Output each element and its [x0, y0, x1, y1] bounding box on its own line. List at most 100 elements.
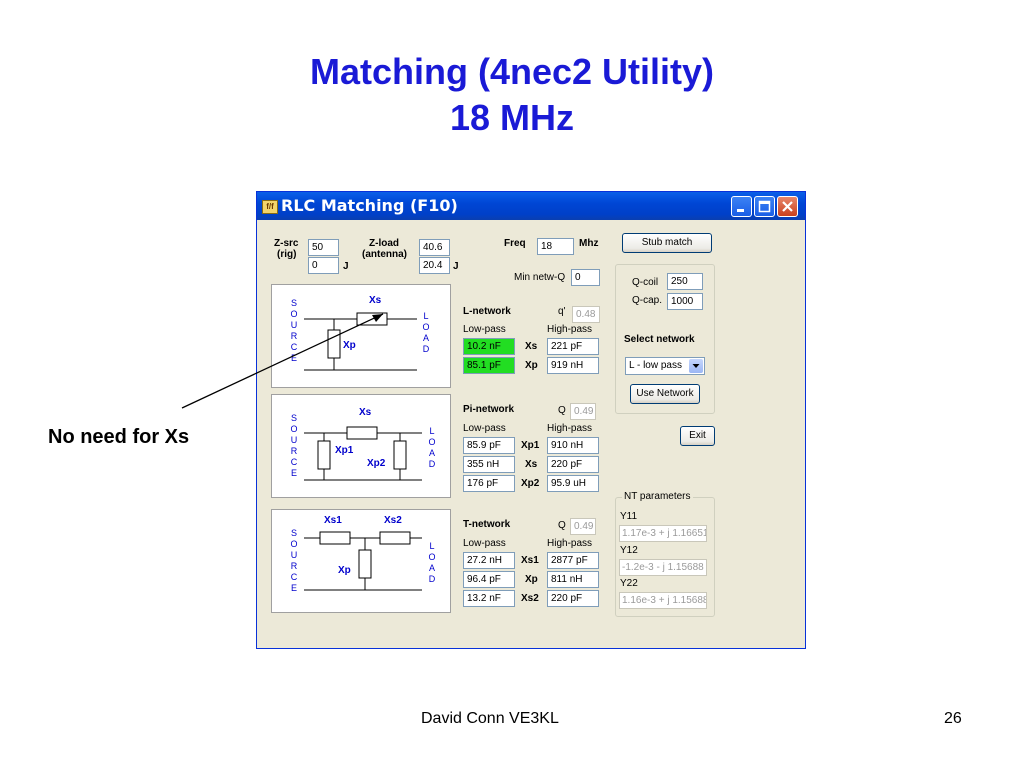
pi-xp2-highpass[interactable]: 95.9 uH — [547, 475, 599, 492]
page-number: 26 — [944, 710, 962, 727]
pi-xp2-lowpass[interactable]: 176 pF — [463, 475, 515, 492]
pi-xs-label: Xs — [359, 407, 372, 418]
l-xp-lowpass[interactable]: 85.1 pF — [463, 357, 515, 374]
exit-button[interactable]: Exit — [680, 426, 715, 446]
pi-xp1-highpass[interactable]: 910 nH — [547, 437, 599, 454]
pi-network-schematic — [304, 426, 422, 481]
zload-j-field[interactable]: 20.4 — [419, 257, 450, 274]
app-icon: f/f — [262, 200, 278, 214]
l-network-title: L-network — [463, 306, 511, 317]
l-xs-highpass[interactable]: 221 pF — [547, 338, 599, 355]
y12-label: Y12 — [620, 545, 638, 556]
callout-text: No need for Xs — [48, 426, 190, 448]
t-xp-lowpass[interactable]: 96.4 pF — [463, 571, 515, 588]
t-q-field: 0.49 — [570, 518, 596, 535]
zload-label: Z-load — [369, 238, 399, 249]
l-xp-highpass[interactable]: 919 nH — [547, 357, 599, 374]
t-xs1-lowpass[interactable]: 27.2 nH — [463, 552, 515, 569]
stub-match-button[interactable]: Stub match — [622, 233, 712, 253]
t-xs2-lowpass[interactable]: 13.2 nF — [463, 590, 515, 607]
pi-highpass-label: High-pass — [547, 423, 593, 434]
zsrc-label: Z-src — [274, 238, 299, 249]
pi-lowpass-label: Low-pass — [463, 423, 506, 434]
t-q-label: Q — [558, 520, 566, 531]
rlc-matching-window: f/f RLC Matching (F10) Z-src (rig) 50 0 … — [256, 191, 806, 649]
t-xs1-label: Xs1 — [324, 515, 342, 526]
t-xp-row-label: Xp — [525, 574, 538, 585]
select-network-label: Select network — [624, 334, 695, 345]
maximize-button[interactable] — [754, 196, 775, 217]
pi-q-label: Q — [558, 405, 566, 416]
l-xs-label: Xs — [369, 295, 382, 306]
zsrc-j-field[interactable]: 0 — [308, 257, 339, 274]
t-xp-highpass[interactable]: 811 nH — [547, 571, 599, 588]
t-highpass-label: High-pass — [547, 538, 593, 549]
footer-author: David Conn VE3KL — [421, 710, 559, 727]
t-network-title: T-network — [463, 519, 511, 530]
network-select-value: L - low pass — [629, 360, 682, 371]
l-xs-lowpass[interactable]: 10.2 nF — [463, 338, 515, 355]
y11-field: 1.17e-3 + j 1.16651 — [619, 525, 707, 542]
l-xp-row-label: Xp — [525, 360, 538, 371]
y11-label: Y11 — [620, 511, 638, 522]
t-xs2-highpass[interactable]: 220 pF — [547, 590, 599, 607]
y12-field: -1.2e-3 - j 1.15688 — [619, 559, 707, 576]
pi-xp1-lowpass[interactable]: 85.9 pF — [463, 437, 515, 454]
close-icon — [782, 201, 793, 212]
l-q-field: 0.48 — [572, 306, 600, 323]
use-network-button[interactable]: Use Network — [630, 384, 700, 404]
maximize-icon — [758, 200, 771, 213]
l-xp-label: Xp — [343, 340, 356, 351]
t-xs2-label: Xs2 — [384, 515, 402, 526]
t-network-schematic — [304, 531, 422, 591]
chevron-down-icon[interactable] — [689, 359, 703, 373]
q-cap-field[interactable]: 1000 — [667, 293, 703, 310]
l-xs-row-label: Xs — [525, 341, 538, 352]
t-lowpass-label: Low-pass — [463, 538, 506, 549]
l-q-label: q' — [558, 306, 566, 317]
pi-xp1-label: Xp1 — [335, 445, 354, 456]
slide-title-line2: 18 MHz — [449, 97, 575, 138]
network-select[interactable]: L - low pass — [625, 357, 705, 375]
pi-network-title: Pi-network — [463, 404, 515, 415]
q-coil-label: Q-coil — [632, 277, 659, 288]
slide-title-line1: Matching (4nec2 Utility) — [309, 51, 715, 92]
zload-j-label: J — [453, 261, 459, 272]
l-lowpass-label: Low-pass — [463, 324, 506, 335]
network-options-group — [615, 264, 715, 414]
freq-field[interactable]: 18 — [537, 238, 574, 255]
minimize-button[interactable] — [731, 196, 752, 217]
pi-xs-lowpass[interactable]: 355 nH — [463, 456, 515, 473]
q-coil-field[interactable]: 250 — [667, 273, 703, 290]
pi-xp2-label: Xp2 — [367, 458, 386, 469]
min-q-field[interactable]: 0 — [571, 269, 600, 286]
y22-field: 1.16e-3 + j 1.15688 — [619, 592, 707, 609]
y22-label: Y22 — [620, 578, 638, 589]
t-xs2-row-label: Xs2 — [521, 593, 539, 604]
title-bar[interactable]: f/f RLC Matching (F10) — [257, 192, 805, 220]
close-button[interactable] — [777, 196, 798, 217]
pi-xs-row-label: Xs — [525, 459, 538, 470]
pi-xp2-row-label: Xp2 — [521, 478, 540, 489]
pi-xs-highpass[interactable]: 220 pF — [547, 456, 599, 473]
t-xs1-highpass[interactable]: 2877 pF — [547, 552, 599, 569]
zsrc-r-field[interactable]: 50 — [308, 239, 339, 256]
minimize-icon — [737, 209, 744, 212]
pi-q-field: 0.49 — [570, 403, 596, 420]
pi-xp1-row-label: Xp1 — [521, 440, 540, 451]
l-highpass-label: High-pass — [547, 324, 593, 335]
t-xs1-row-label: Xs1 — [521, 555, 539, 566]
q-cap-label: Q-cap. — [632, 295, 663, 306]
zsrc-sub-label: (rig) — [277, 249, 297, 260]
t-xp-label: Xp — [338, 565, 351, 576]
window-title: RLC Matching (F10) — [281, 196, 458, 215]
zload-r-field[interactable]: 40.6 — [419, 239, 450, 256]
